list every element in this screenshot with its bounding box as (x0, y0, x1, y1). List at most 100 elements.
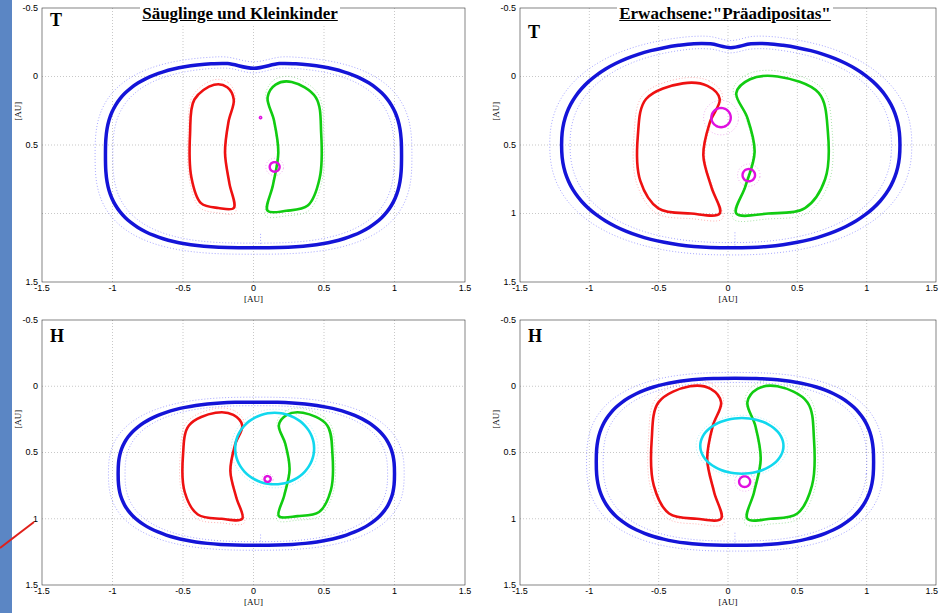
heart-outline (235, 413, 314, 485)
plot-panel (42, 8, 465, 282)
faint-contour (125, 406, 388, 542)
axes-box (42, 320, 465, 585)
vessel-outline (264, 476, 270, 482)
axis-label: [AU] (491, 101, 501, 120)
spine-mark (734, 232, 735, 247)
tick-label: -0.5 (500, 315, 516, 325)
right-lung-outline (651, 386, 722, 521)
tick-label: 0.5 (503, 447, 516, 457)
plot-letter: H (528, 326, 542, 347)
tick-label: -0.5 (175, 283, 191, 293)
faint-contour (733, 70, 834, 221)
tick-label: 1.5 (459, 586, 472, 596)
heart-outline (700, 418, 783, 474)
tick-label: 0.5 (318, 586, 331, 596)
grid-line (520, 213, 936, 214)
grid-line (253, 8, 254, 282)
tick-label: 1.5 (925, 283, 938, 293)
tick-label: 1 (511, 208, 516, 218)
grid-line (112, 320, 113, 585)
plot-panel (42, 320, 465, 585)
tick-label: -0.5 (651, 283, 667, 293)
grid-line (42, 213, 465, 214)
grid-line (520, 386, 936, 387)
grid-lines (42, 8, 465, 282)
tick-label: -1.5 (512, 586, 528, 596)
tick-label: -1 (108, 586, 116, 596)
tick-label: 0.5 (25, 447, 38, 457)
tick-label: 1 (392, 586, 397, 596)
grid-lines (42, 320, 465, 585)
axis-label: [AU] (491, 410, 501, 429)
tick-label: -1.5 (34, 283, 50, 293)
tick-label: 0.5 (318, 283, 331, 293)
tick-label: 0 (725, 283, 730, 293)
axis-label: [AU] (13, 410, 23, 429)
faint-contour (265, 76, 324, 217)
red-stroke (0, 522, 34, 548)
tick-label: 0.5 (25, 140, 38, 150)
tick-label: 0 (511, 381, 516, 391)
axis-label: [AU] (719, 597, 738, 607)
faint-contour (648, 380, 725, 526)
plot-letter: T (50, 10, 62, 31)
faint-contour (108, 397, 404, 550)
faint-contour (633, 77, 723, 221)
faint-contour (735, 472, 755, 491)
tick-label: 0.5 (791, 283, 804, 293)
axes-box (520, 8, 936, 282)
slide-ground (12, 0, 941, 613)
tick-label: -1 (585, 283, 593, 293)
panel-heading: Säuglinge und Kleinkinder (140, 4, 340, 24)
tick-label: 0 (33, 71, 38, 81)
faint-contour (113, 68, 394, 243)
axes-box (42, 8, 465, 282)
tick-label: -1 (585, 586, 593, 596)
grid-line (520, 76, 936, 77)
faint-contour (587, 372, 884, 551)
thorax-outline (105, 63, 401, 247)
grid-line (42, 386, 465, 387)
vessel-outline (743, 169, 755, 181)
right-lung-outline (190, 84, 235, 209)
tick-label: 1 (864, 586, 869, 596)
left-lung-outline (267, 82, 322, 213)
tick-label: 1 (511, 514, 516, 524)
axes-box (520, 320, 936, 585)
spine-mark (734, 533, 735, 546)
grid-lines (520, 320, 936, 585)
grid-line (520, 518, 936, 519)
tick-label: -0.5 (22, 315, 38, 325)
faint-contour (550, 36, 912, 255)
tick-label: 1.5 (925, 586, 938, 596)
tick-label: -1 (108, 283, 116, 293)
tick-label: 1 (33, 514, 38, 524)
left-lung-outline (736, 76, 829, 216)
tick-label: 0 (251, 586, 256, 596)
axis-label: [AU] (244, 597, 263, 607)
vessel-outline (711, 108, 730, 127)
axis-label: [AU] (13, 101, 23, 120)
grid-line (520, 145, 936, 146)
grid-line (866, 8, 867, 282)
tick-label: -1.5 (512, 283, 528, 293)
grid-line (42, 76, 465, 77)
tick-label: 0.5 (791, 586, 804, 596)
thorax-outline (562, 43, 900, 247)
faint-contour (95, 57, 412, 254)
faint-contour (231, 409, 318, 488)
grid-line (112, 8, 113, 282)
tick-label: -1.5 (34, 586, 50, 596)
thorax-outline (118, 402, 394, 545)
grid-line (394, 320, 395, 585)
spine-mark (260, 234, 261, 248)
plot-letter: T (528, 22, 540, 43)
tick-label: -0.5 (175, 586, 191, 596)
grid-line (42, 518, 465, 519)
vessel-outline (739, 476, 750, 487)
tick-label: 1 (864, 283, 869, 293)
thorax-outline (596, 378, 873, 545)
tick-label: 0 (511, 71, 516, 81)
tick-label: -0.5 (651, 586, 667, 596)
